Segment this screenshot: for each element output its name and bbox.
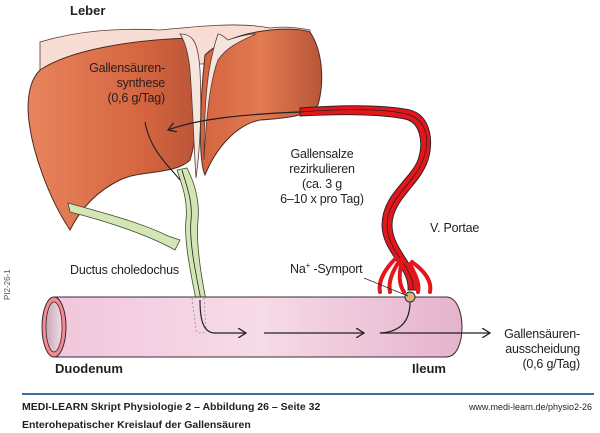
duct-entry-dashed [191, 297, 207, 334]
symport-transporter [404, 291, 416, 303]
portal-vein-label: V. Portae [430, 221, 479, 235]
footer-title: MEDI-LEARN Skript Physiologie 2 – Abbild… [22, 401, 321, 413]
recirculation-label-3: (ca. 3 g [302, 177, 342, 191]
recirculation-label-4: 6–10 x pro Tag) [280, 192, 364, 206]
liver-right-lobe [200, 28, 323, 177]
recirculation-label-1: Gallensalze [290, 147, 353, 161]
synthesis-label-2: synthese [117, 76, 166, 90]
ileum-label: Ileum [412, 361, 446, 376]
falciform-ligament [179, 33, 202, 179]
portal-vein [299, 105, 431, 291]
bile-duct-left-branch [67, 202, 181, 251]
synthesis-line [144, 121, 181, 181]
excretion-label-2: ausscheidung [505, 342, 580, 356]
footer-rule [22, 393, 594, 395]
bile-duct [176, 167, 207, 301]
excretion-label-3: (0,6 g/Tag) [522, 357, 580, 371]
portal-vein-centerline [299, 109, 427, 291]
liver-label: Leber [70, 3, 105, 18]
bile-duct-label: Ductus choledochus [70, 263, 179, 277]
duodenum-label: Duodenum [55, 361, 123, 376]
liver-left-lobe [27, 37, 198, 231]
intestine [53, 296, 463, 358]
intestine-lumen [45, 301, 63, 353]
figure-code: PI2-26-1 [3, 269, 12, 300]
footer-subtitle: Enterohepatischer Kreislauf der Gallensä… [22, 419, 251, 431]
recirculation-arrow [168, 111, 301, 130]
bile-flow-arrow [199, 299, 246, 333]
mesenteric-vein-branches [377, 256, 433, 294]
bile-duct-center-line [181, 169, 202, 301]
synthesis-label-3: (0,6 g/Tag) [107, 91, 165, 105]
recirculation-label-2: rezirkulieren [289, 162, 355, 176]
footer-url[interactable]: www.medi-learn.de/physio2-26 [468, 402, 592, 412]
synthesis-label-1: Gallensäuren- [89, 61, 165, 75]
excretion-label-1: Gallensäuren- [504, 327, 580, 341]
symport-label: Na+ -Symport [290, 261, 363, 276]
falciform-ligament-2 [203, 33, 257, 161]
symport-pointer [363, 277, 409, 297]
